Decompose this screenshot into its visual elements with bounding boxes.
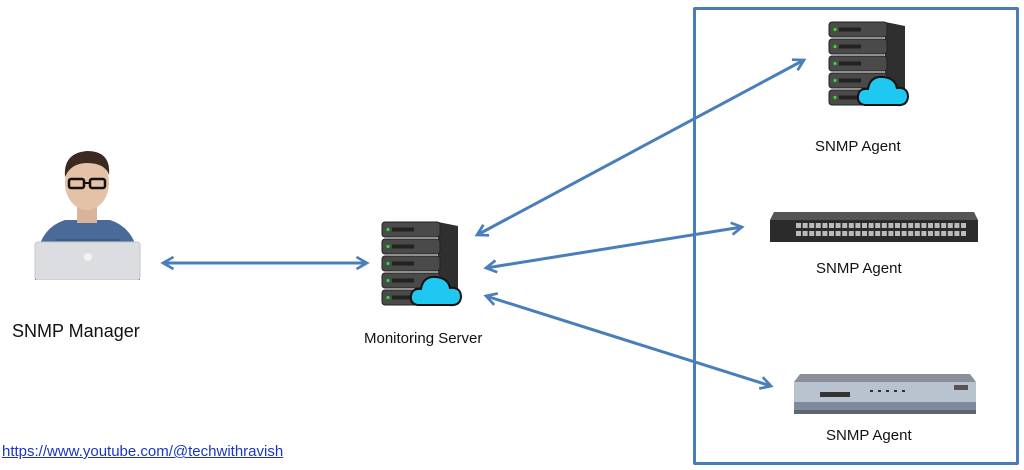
switch-port — [809, 223, 815, 228]
switch-port — [895, 223, 900, 228]
switch-port — [908, 231, 914, 236]
switch-port — [842, 223, 848, 228]
switch-port — [914, 231, 920, 236]
router-icon — [794, 374, 976, 414]
switch-port — [829, 223, 834, 228]
switch-port — [796, 231, 801, 236]
switch-port — [862, 231, 867, 236]
switch-port — [875, 231, 881, 236]
switch-port — [888, 231, 894, 236]
switch-port — [941, 223, 947, 228]
network-switch-icon — [770, 212, 978, 242]
switch-port — [954, 223, 960, 228]
switch-port — [855, 223, 861, 228]
switch-port — [815, 223, 821, 228]
switch-port — [961, 223, 966, 228]
switch-port — [862, 223, 867, 228]
switch-port — [934, 223, 940, 228]
switch-port — [928, 231, 933, 236]
switch-port — [901, 231, 907, 236]
agent-server-cloud-icon — [828, 21, 910, 107]
arrow-server-agent2 — [483, 221, 745, 274]
switch-port — [888, 223, 894, 228]
switch-port — [802, 231, 808, 236]
switch-port — [796, 223, 801, 228]
agent2-label: SNMP Agent — [816, 260, 902, 277]
switch-port — [921, 231, 927, 236]
switch-port — [835, 223, 841, 228]
server-label: Monitoring Server — [364, 330, 483, 347]
switch-port — [842, 231, 848, 236]
switch-port — [954, 231, 960, 236]
switch-port — [934, 231, 940, 236]
server-cloud-icon — [381, 221, 463, 307]
arrow-server-agent3 — [483, 292, 774, 390]
switch-port — [815, 231, 821, 236]
switch-port — [855, 231, 861, 236]
agent1-label: SNMP Agent — [815, 138, 901, 155]
switch-port — [835, 231, 841, 236]
switch-port — [881, 231, 887, 236]
switch-port — [822, 231, 828, 236]
switch-port — [875, 223, 881, 228]
switch-port — [868, 231, 874, 236]
switch-port — [947, 223, 953, 228]
switch-port — [928, 223, 933, 228]
switch-port — [914, 223, 920, 228]
agent3-label: SNMP Agent — [826, 427, 912, 444]
switch-port — [908, 223, 914, 228]
switch-port — [961, 231, 966, 236]
switch-port — [895, 231, 900, 236]
switch-port — [809, 231, 815, 236]
switch-port — [829, 231, 834, 236]
switch-port — [848, 231, 854, 236]
switch-port — [881, 223, 887, 228]
youtube-link[interactable]: https://www.youtube.com/@techwithravish — [2, 443, 284, 460]
switch-port — [822, 223, 828, 228]
arrow-server-agent1 — [474, 58, 807, 237]
switch-port — [941, 231, 947, 236]
switch-port — [868, 223, 874, 228]
manager-label: SNMP Manager — [12, 321, 140, 341]
switch-port — [947, 231, 953, 236]
person-laptop-icon — [34, 151, 141, 280]
switch-port — [802, 223, 808, 228]
switch-port — [848, 223, 854, 228]
switch-port — [901, 223, 907, 228]
switch-port — [921, 223, 927, 228]
